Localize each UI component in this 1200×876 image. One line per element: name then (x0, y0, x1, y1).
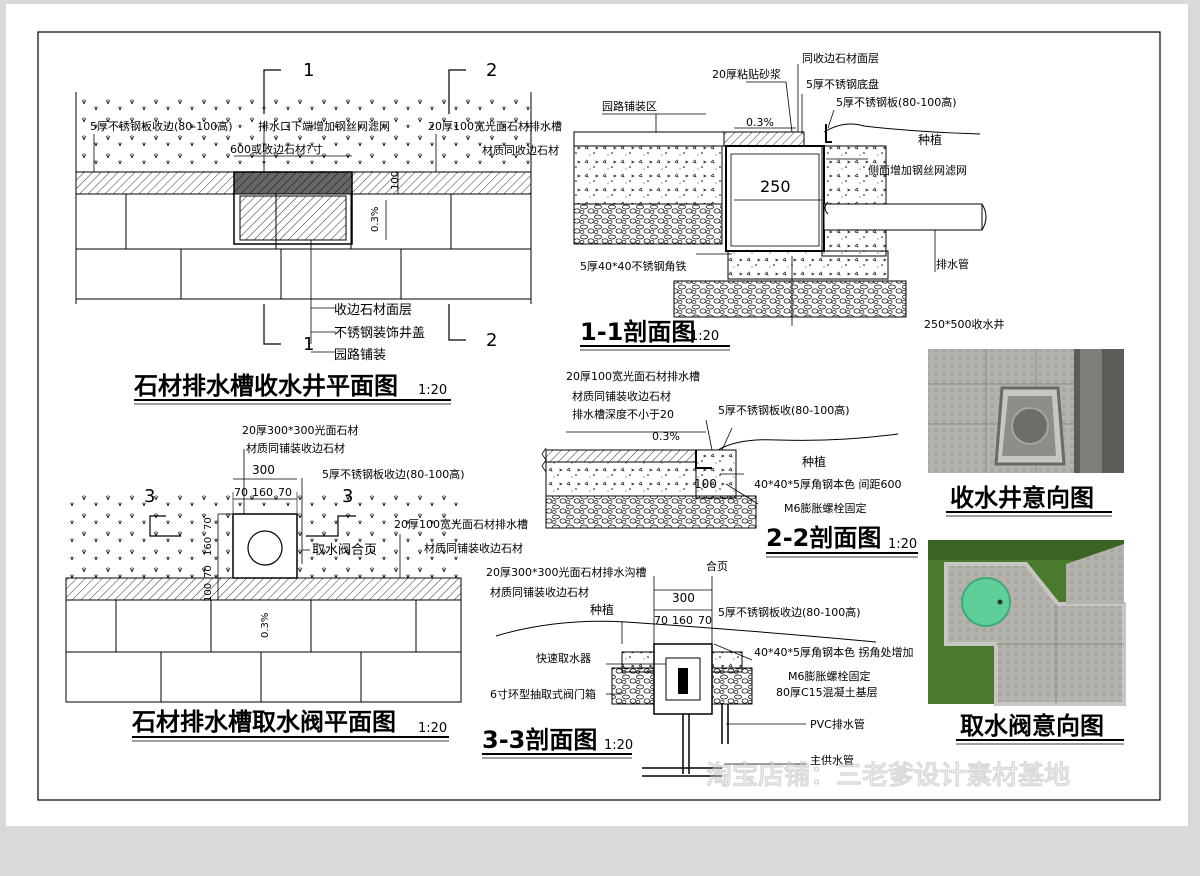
section11-scale: 1:20 (690, 329, 719, 344)
photo2-image (928, 540, 1126, 706)
section22-dim100: 100 (694, 477, 717, 491)
section22-edgeplate-label: 5厚不锈钢板收(80-100高) (718, 403, 850, 417)
section33-main-label: 主供水管 (810, 753, 854, 767)
plan1-material-label: 材质同收边石材 (482, 143, 559, 157)
plan2-dim300: 300 (252, 463, 275, 477)
photo2-valve-cover (961, 577, 1011, 627)
plan2-scale: 1:20 (418, 721, 447, 736)
plan2-valve-cover (247, 530, 283, 566)
section11-planting-label: 种植 (918, 132, 942, 147)
plan1-grass-area (76, 92, 531, 172)
section11-curbface-label: 同收边石材面层 (802, 51, 879, 65)
section33-title: 3-3剖面图 (482, 726, 597, 754)
drawing-canvas: 1 1 2 2 5厚不锈钢板收边(80-100高) 排水口下端增加钢丝网滤网 6… (37, 31, 1161, 801)
section22-slope: 0.3% (652, 430, 680, 443)
plan2-channel-label: 20厚100宽光面石材排水槽 (394, 517, 528, 531)
drawing-sheet: 1 1 2 2 5厚不锈钢板收边(80-100高) 排水口下端增加钢丝网滤网 6… (6, 4, 1188, 826)
section11-mortar-label: 20厚粘贴砂浆 (712, 67, 781, 81)
plan2-valve-label: 取水阀合页 (312, 543, 377, 558)
plan2-vdim-70a: 70 (203, 517, 214, 530)
plan2-vdim-160: 160 (203, 537, 214, 556)
plan2-dim70-left: 70 (234, 486, 248, 499)
plan2-slope: 0.3% (260, 613, 271, 638)
section33-pvc-label: PVC排水管 (810, 717, 865, 731)
section33-hinge-label: 合页 (706, 559, 728, 573)
section11-pipe (823, 203, 983, 231)
plan2-dim70-right: 70 (278, 486, 292, 499)
section33-edgeplate-label: 5厚不锈钢板收边(80-100高) (718, 605, 861, 619)
plan2-dim160: 160 (252, 486, 273, 499)
section22-planting-label: 种植 (802, 454, 826, 469)
cut-mark-3-left: 3 (144, 486, 155, 507)
cut-mark-3-right: 3 (342, 486, 353, 507)
section33-scale: 1:20 (604, 738, 633, 753)
plan2-valve-box (232, 513, 298, 579)
section11-slope: 0.3% (746, 116, 774, 129)
plan2-drawing (65, 449, 462, 703)
section33-angle-label: 40*40*5厚角钢本色 拐角处增加 (754, 645, 914, 659)
section11-pipe-label: 排水管 (936, 257, 969, 271)
drawing-frame (37, 31, 1161, 801)
plan1-filter-label: 排水口下端增加钢丝网滤网 (258, 119, 390, 133)
cut-mark-2-top: 2 (486, 60, 497, 81)
plan2-material-label: 材质同铺装收边石材 (246, 441, 345, 455)
plan1-paving-label: 园路铺装 (334, 347, 386, 363)
photo1-caption: 收水井意向图 (950, 484, 1094, 512)
section11-dim250: 250 (760, 177, 791, 196)
section11-title: 1-1剖面图 (580, 318, 695, 346)
section33-dim70-left: 70 (654, 614, 668, 627)
section11-well (725, 145, 825, 252)
section11-drawing (573, 64, 987, 326)
section11-paving-area-label: 园路铺装区 (602, 100, 657, 113)
cut-mark-1-top: 1 (303, 60, 314, 81)
plan2-vdim-100: 100 (203, 583, 214, 602)
section11-angle-label: 5厚40*40不锈钢角铁 (580, 260, 687, 273)
section11-sidefilter-label: 侧面增加钢丝网滤网 (868, 163, 967, 177)
section33-material-label: 材质同铺装收边石材 (490, 585, 589, 599)
section33-valvebox-label: 6寸环型抽取式阀门箱 (490, 687, 596, 701)
section11-well-label: 250*500收水井 (924, 317, 1005, 331)
plan1-drawing (75, 69, 532, 353)
cut-mark-1-bottom: 1 (303, 334, 314, 355)
plan1-channel-label: 20厚100宽光面石材排水槽 (428, 119, 562, 133)
plan2-vdim-70b: 70 (203, 565, 214, 578)
cut-mark-2-bottom: 2 (486, 330, 497, 351)
plan1-dim100: 100 (390, 171, 401, 190)
watermark: 淘宝店铺：三老爹设计素材基地 (706, 760, 1070, 791)
plan2-material2-label: 材质同铺装收边石材 (424, 541, 523, 555)
plan1-edge-plate-label: 5厚不锈钢板收边(80-100高) (90, 119, 233, 133)
section22-material-label: 材质同铺装收边石材 (572, 389, 671, 403)
section22-angle-label: 40*40*5厚角钢本色 间距600 (754, 477, 901, 491)
section33-quick-label: 快速取水器 (536, 652, 591, 665)
plan1-width-label: 600或收边石材?寸 (230, 142, 323, 156)
plan2-title: 石材排水槽取水阀平面图 (131, 708, 396, 736)
plan2-stone-label: 20厚300*300光面石材 (242, 423, 359, 437)
section11-baseplate-label: 5厚不锈钢底盘 (806, 77, 879, 91)
section33-dim300: 300 (672, 591, 695, 605)
plan1-cover-label: 不锈钢装饰井盖 (334, 326, 425, 341)
section33-dim70-right: 70 (698, 614, 712, 627)
section33-bolt-label: M6膨胀螺栓固定 (788, 669, 871, 683)
plan2-edgeplate-label: 5厚不锈钢板收边(80-100高) (322, 467, 465, 481)
plan1-scale: 1:20 (418, 383, 447, 398)
photo1-image (928, 349, 1124, 473)
section22-bolt-label: M6膨胀螺栓固定 (784, 501, 867, 515)
section33-base-label: 80厚C15混凝土基层 (776, 685, 878, 699)
section33-drawing (495, 576, 877, 777)
plan1-title: 石材排水槽收水井平面图 (133, 372, 398, 400)
section33-channel-label: 20厚300*300光面石材排水沟槽 (486, 565, 647, 579)
section22-depth-label: 排水槽深度不小于20 (572, 407, 674, 421)
section22-scale: 1:20 (888, 537, 917, 552)
section11-edgeplate-label: 5厚不锈钢板(80-100高) (836, 95, 957, 109)
section33-planting-label: 种植 (590, 602, 614, 617)
section33-dim160: 160 (672, 614, 693, 627)
section22-title: 2-2剖面图 (766, 524, 881, 552)
section22-drawing (541, 419, 899, 529)
plan1-curb-label: 收边石材面层 (334, 303, 412, 318)
photo2-caption: 取水阀意向图 (960, 712, 1104, 740)
plan1-slope: 0.3% (370, 207, 381, 232)
section22-channel-label: 20厚100宽光面石材排水槽 (566, 369, 700, 383)
